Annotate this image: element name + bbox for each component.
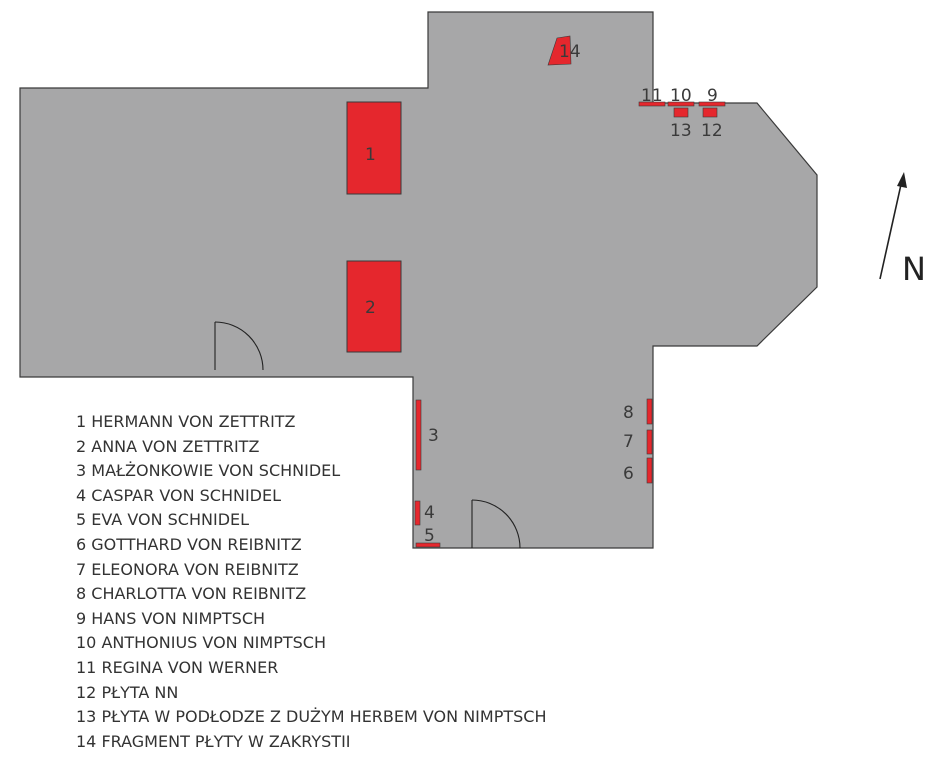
marker-7: 7	[623, 432, 634, 452]
legend-item: 8 CHARLOTTA VON REIBNITZ	[76, 584, 307, 604]
marker-3: 3	[428, 426, 439, 446]
legend-item: 2 ANNA VON ZETTRITZ	[76, 436, 260, 456]
north-arrow-icon	[879, 172, 907, 280]
door-south	[471, 499, 521, 549]
slab-4	[414, 500, 421, 526]
slab-3	[415, 399, 422, 471]
legend-item: 3 MAŁŻONKOWIE VON SCHNIDEL	[76, 461, 341, 481]
marker-9: 9	[707, 86, 718, 106]
marker-6: 6	[623, 464, 634, 484]
slab-12	[702, 107, 718, 118]
legend-item: 11 REGINA VON WERNER	[76, 657, 279, 677]
marker-5: 5	[424, 526, 435, 546]
slab-8	[646, 398, 653, 425]
legend-item: 9 HANS VON NIMPTSCH	[76, 608, 266, 628]
church-floor	[19, 11, 818, 549]
legend-item: 6 GOTTHARD VON REIBNITZ	[76, 534, 302, 554]
slab-11	[638, 101, 666, 107]
marker-8: 8	[623, 403, 634, 423]
legend-item: 13 PŁYTA W PODŁODZE Z DUŻYM HERBEM VON N…	[76, 707, 547, 727]
marker-12: 12	[701, 121, 723, 141]
slab-1	[346, 101, 402, 195]
legend-item: 14 FRAGMENT PŁYTY W ZAKRYSTII	[76, 731, 351, 751]
slab-9	[698, 101, 726, 107]
slab-7	[646, 429, 653, 455]
marker-4: 4	[424, 503, 435, 523]
slab-5	[415, 542, 441, 548]
legend-item: 5 EVA VON SCHNIDEL	[76, 510, 250, 530]
slab-6	[646, 457, 653, 484]
marker-10: 10	[670, 86, 692, 106]
marker-14: 14	[559, 42, 581, 62]
legend-item: 10 ANTHONIUS VON NIMPTSCH	[76, 633, 326, 653]
legend-item: 12 PŁYTA NN	[76, 682, 179, 702]
legend: 1 HERMANN VON ZETTRITZ 2 ANNA VON ZETTRI…	[76, 410, 546, 754]
north-label: N	[902, 250, 926, 288]
legend-item: 4 CASPAR VON SCHNIDEL	[76, 485, 282, 505]
marker-1: 1	[365, 145, 376, 165]
legend-item: 7 ELEONORA VON REIBNITZ	[76, 559, 299, 579]
door-west	[214, 321, 264, 371]
slab-13	[673, 107, 689, 118]
slab-10	[667, 101, 695, 107]
slab-14	[547, 35, 572, 66]
marker-2: 2	[365, 298, 376, 318]
marker-11: 11	[641, 86, 663, 106]
legend-item: 1 HERMANN VON ZETTRITZ	[76, 412, 296, 431]
marker-13: 13	[670, 121, 692, 141]
slab-2	[346, 260, 402, 353]
